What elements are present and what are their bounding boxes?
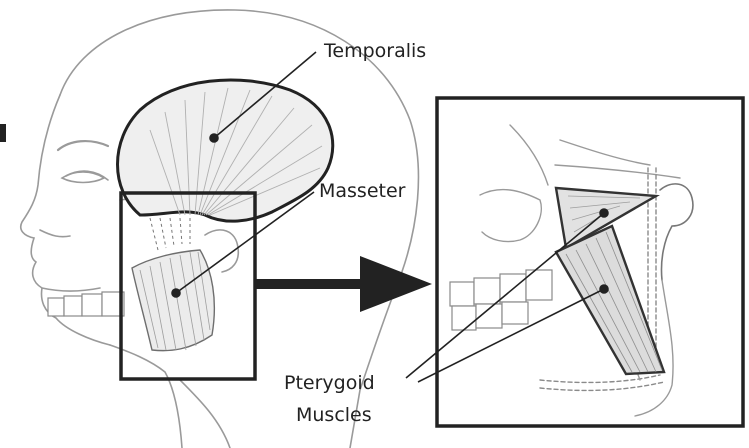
masseter-label: Masseter <box>319 180 405 202</box>
upper-teeth <box>48 292 124 316</box>
pterygoid-label-line1: Pterygoid <box>284 372 375 394</box>
temporalis-muscle <box>118 80 333 250</box>
zoom-arrow <box>255 256 432 312</box>
masseter-muscle <box>132 250 214 351</box>
pterygoid-label-line2: Muscles <box>296 404 372 426</box>
temporalis-label: Temporalis <box>324 40 426 62</box>
